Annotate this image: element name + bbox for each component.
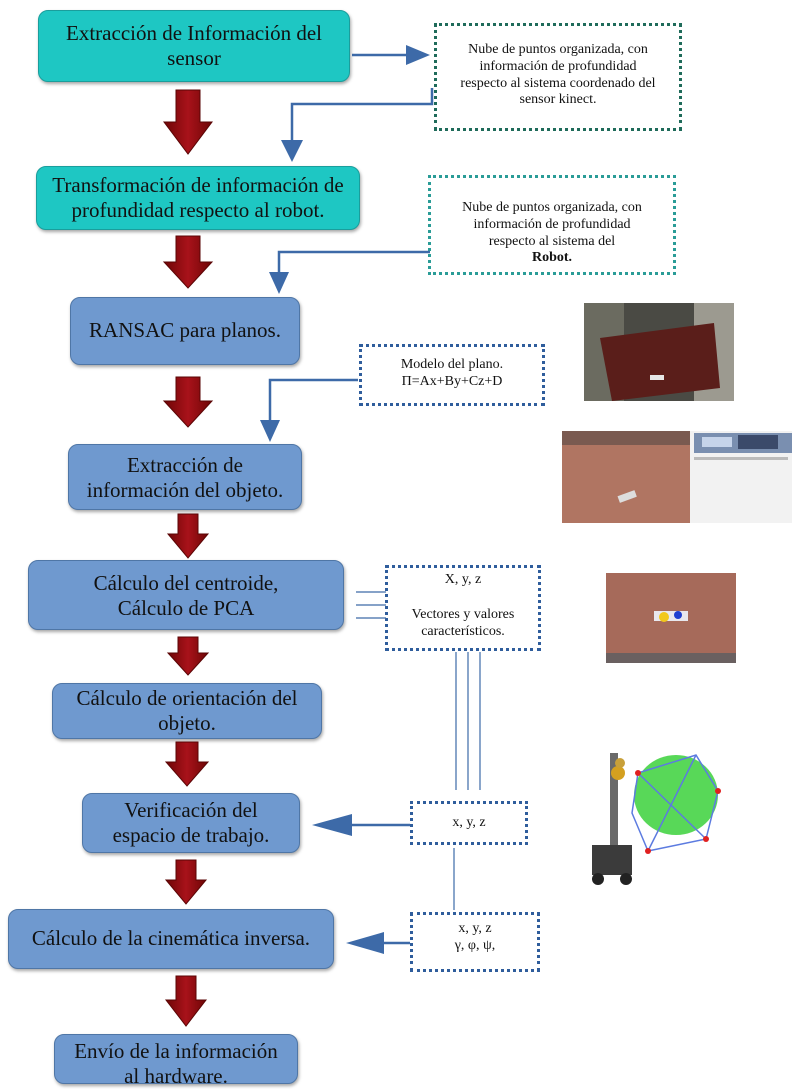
note-xyz-angles: x, y, z γ, φ, ψ, xyxy=(410,912,540,972)
connector-line xyxy=(268,378,358,424)
step-sensor-extraction: Extracción de Información del sensor xyxy=(38,10,350,82)
step-label-line1: Cálculo del centroide, xyxy=(93,571,279,595)
robot-workspace-image xyxy=(578,733,738,893)
step-label-line2: objeto. xyxy=(158,711,216,736)
photo-centroid xyxy=(606,573,736,663)
arrowhead xyxy=(406,45,430,65)
note-line: x, y, z xyxy=(458,921,492,936)
down-arrow-3 xyxy=(162,376,214,428)
step-label-line1: Envío de la información xyxy=(74,1039,278,1063)
photo-robot-workspace xyxy=(578,733,738,893)
connector-line xyxy=(290,88,434,142)
step-label-line2: Cálculo de PCA xyxy=(117,596,255,621)
note-line: Nube de puntos organizada, con xyxy=(468,42,648,57)
step-send-hardware: Envío de la información al hardware. xyxy=(54,1034,298,1088)
step-label-line2: profundidad respecto al robot. xyxy=(71,198,325,223)
note-robot-cloud: Nube de puntos organizada, con informaci… xyxy=(428,175,676,275)
step-label-line1: Extracción de xyxy=(126,453,244,477)
step-label-line1: Verificación del xyxy=(124,798,258,822)
arrowhead xyxy=(260,420,280,442)
note-line: X, y, z xyxy=(444,572,482,587)
note-line: sensor kinect. xyxy=(519,92,597,108)
note-line: γ, φ, ψ, xyxy=(454,937,496,953)
step-label-line1: Extracción de Información del xyxy=(66,21,322,45)
arrowhead xyxy=(346,932,384,954)
connector-line xyxy=(277,250,430,275)
note-line: x, y, z xyxy=(452,814,486,830)
step-orientation: Cálculo de orientación del objeto. xyxy=(52,683,322,739)
arrowhead xyxy=(281,140,303,162)
step-workspace-verification: Verificación del espacio de trabajo. xyxy=(82,793,300,853)
step-label-line1: Cálculo de la cinemática inversa. xyxy=(31,926,311,951)
note-line: Nube de puntos organizada, con xyxy=(462,200,642,215)
step-depth-transform: Transformación de información de profund… xyxy=(36,166,360,230)
step-label-line2: información del objeto. xyxy=(86,478,284,503)
note-line: característicos. xyxy=(421,623,505,639)
note-line: Modelo del plano. xyxy=(400,357,504,372)
photo-object-extraction xyxy=(562,431,792,523)
note-xyz: x, y, z xyxy=(410,801,528,845)
note-pca-output: X, y, z Vectores y valores característic… xyxy=(385,565,541,651)
note-bold-text: Robot. xyxy=(531,250,573,266)
down-arrow-5 xyxy=(166,636,210,676)
note-line: Π=Ax+By+Cz+D xyxy=(401,373,503,389)
centroid-image xyxy=(606,573,736,663)
note-plane-model: Modelo del plano. Π=Ax+By+Cz+D xyxy=(359,344,545,406)
step-label-line1: Cálculo de orientación del xyxy=(76,686,298,710)
step-label-line1: Transformación de información de xyxy=(52,173,344,197)
arrowhead xyxy=(269,272,289,294)
step-label-line1: RANSAC para planos. xyxy=(89,318,281,343)
step-object-extraction: Extracción de información del objeto. xyxy=(68,444,302,510)
down-arrow-6 xyxy=(164,741,210,787)
step-ransac-planes: RANSAC para planos. xyxy=(70,297,300,365)
step-label-line2: sensor xyxy=(167,46,221,71)
plane-scene-image xyxy=(584,303,734,401)
step-label-line2: espacio de trabajo. xyxy=(112,823,270,848)
note-line: Vectores y valores xyxy=(411,606,515,622)
object-extraction-image xyxy=(562,431,792,523)
step-centroid-pca: Cálculo del centroide, Cálculo de PCA xyxy=(28,560,344,630)
down-arrow-1 xyxy=(163,89,213,155)
arrowhead xyxy=(312,814,352,836)
note-line: información de profundidad xyxy=(479,58,637,74)
down-arrow-4 xyxy=(166,513,210,559)
note-text: respecto al sistema del xyxy=(488,233,616,249)
note-line: información de profundidad xyxy=(473,216,631,232)
step-inverse-kinematics: Cálculo de la cinemática inversa. xyxy=(8,909,334,969)
note-kinect-cloud: Nube de puntos organizada, con informaci… xyxy=(434,23,682,131)
down-arrow-8 xyxy=(164,975,208,1027)
note-line: respecto al sistema del Robot. xyxy=(437,234,667,268)
down-arrow-2 xyxy=(162,235,214,289)
note-line: respecto al sistema coordenado del xyxy=(460,75,656,91)
photo-plane-scene xyxy=(584,303,734,401)
down-arrow-7 xyxy=(164,859,208,905)
